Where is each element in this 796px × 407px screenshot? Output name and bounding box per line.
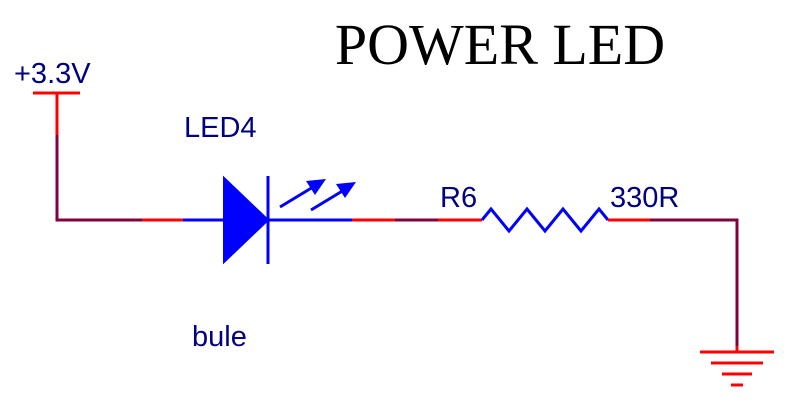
power-port: +3.3V: [14, 58, 91, 135]
resistor-value: 330R: [610, 182, 679, 214]
led-component: LED4 bule: [142, 112, 395, 353]
schematic-title: POWER LED: [335, 12, 665, 77]
led-diode-triangle: [223, 175, 270, 265]
resistor-component: R6 330R: [438, 182, 679, 234]
led-light-arrows-icon: [279, 179, 356, 212]
led-designator: LED4: [184, 112, 257, 144]
wire-resistor-to-ground: [650, 218, 739, 346]
wires: [55, 135, 739, 346]
resistor-designator: R6: [440, 182, 477, 214]
led-value: bule: [192, 321, 247, 353]
power-label: +3.3V: [14, 58, 91, 90]
ground-symbol-icon: [700, 346, 774, 387]
resistor-zigzag: [480, 206, 610, 234]
wire-power-to-led: [55, 135, 142, 222]
